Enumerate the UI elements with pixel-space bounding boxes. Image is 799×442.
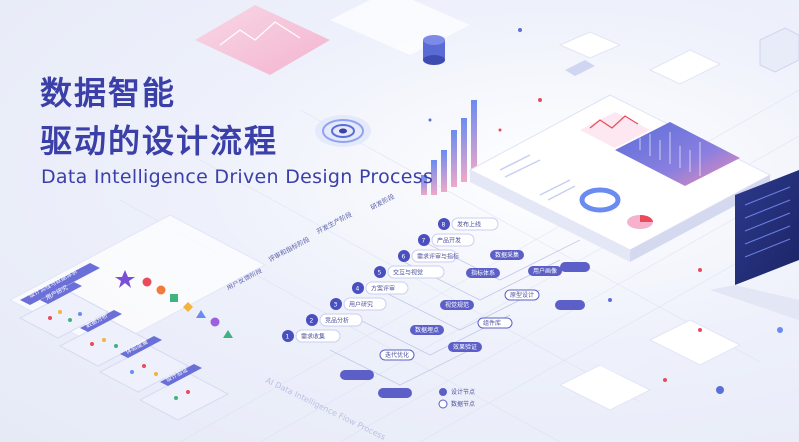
shape-icon-row bbox=[115, 270, 233, 338]
svg-text:效果验证: 效果验证 bbox=[453, 343, 477, 351]
legend-item: 数据节点 bbox=[451, 400, 475, 408]
circle-icon bbox=[156, 285, 166, 295]
legend-item: 设计节点 bbox=[451, 388, 475, 396]
star-icon bbox=[115, 270, 135, 288]
process-steps: 8 发布上线 7 产品开发 6 需求评审与指标 5 交互与视觉 bbox=[282, 217, 499, 343]
pink-chart-card bbox=[195, 5, 330, 75]
svg-text:视觉规范: 视觉规范 bbox=[445, 301, 469, 309]
svg-text:原型设计: 原型设计 bbox=[510, 291, 534, 299]
triangle-icon bbox=[196, 310, 206, 318]
circle-icon bbox=[142, 277, 152, 287]
target-icon bbox=[315, 115, 371, 147]
svg-text:交互与视觉: 交互与视觉 bbox=[393, 269, 423, 277]
step-node: 2 竞品分析 bbox=[306, 313, 363, 327]
svg-text:3: 3 bbox=[334, 302, 338, 309]
svg-text:需求评审与指标: 需求评审与指标 bbox=[417, 253, 459, 261]
step-node: 6 需求评审与指标 bbox=[398, 249, 459, 263]
svg-text:数据埋点: 数据埋点 bbox=[415, 326, 439, 334]
svg-text:4: 4 bbox=[356, 286, 360, 293]
tag-pill: 指标体系 bbox=[466, 268, 500, 278]
step-node: 1 需求收集 bbox=[282, 329, 341, 343]
svg-text:发布上线: 发布上线 bbox=[457, 221, 481, 229]
step-node: 4 方案评审 bbox=[352, 281, 409, 295]
svg-text:需求收集: 需求收集 bbox=[301, 333, 325, 341]
tag-pill: 用户画像 bbox=[528, 266, 562, 276]
step-node: 5 交互与视觉 bbox=[374, 265, 445, 279]
svg-text:产品开发: 产品开发 bbox=[437, 237, 461, 245]
hero-title-line1: 数据智能 bbox=[40, 74, 177, 112]
svg-text:组件库: 组件库 bbox=[483, 319, 501, 327]
tag-pill: 效果验证 bbox=[448, 342, 482, 352]
node-cluster bbox=[48, 310, 190, 400]
stage-label: 研发阶段 bbox=[369, 191, 397, 211]
svg-text:用户画像: 用户画像 bbox=[533, 267, 557, 275]
svg-text:竞品分析: 竞品分析 bbox=[325, 317, 349, 325]
tag-pill: 迭代优化 bbox=[379, 349, 415, 361]
stage-label: 开发生产阶段 bbox=[315, 209, 354, 235]
tag-pill: 数据埋点 bbox=[410, 325, 444, 335]
left-workflow-panel: 设计流程与数据体系 用户研究 数据分析 体验度量 设计验证 bbox=[8, 214, 267, 421]
tag-pill: 视觉规范 bbox=[440, 300, 474, 310]
stacked-boxes bbox=[558, 27, 799, 85]
svg-text:方案评审: 方案评审 bbox=[371, 285, 395, 293]
top-card bbox=[330, 0, 470, 55]
svg-text:用户研究: 用户研究 bbox=[349, 301, 373, 309]
dashboard-panel bbox=[468, 94, 772, 262]
hero-title-line2: 驱动的设计流程 bbox=[40, 122, 279, 160]
hero-subtitle: Data Intelligence Driven Design Process bbox=[41, 166, 434, 188]
laptop-illustration bbox=[710, 170, 799, 320]
step-node: 8 发布上线 bbox=[438, 217, 499, 231]
stage-label: 评审和指标阶段 bbox=[267, 234, 312, 264]
svg-text:6: 6 bbox=[402, 254, 406, 261]
legend: 设计节点 数据节点 bbox=[438, 388, 475, 409]
svg-text:7: 7 bbox=[422, 238, 426, 245]
svg-text:5: 5 bbox=[378, 270, 382, 277]
stage-labels: 研发阶段 开发生产阶段 评审和指标阶段 用户反馈阶段 bbox=[225, 191, 397, 291]
step-node: 7 产品开发 bbox=[418, 233, 475, 247]
tag-pill: 原型设计 bbox=[504, 289, 540, 301]
svg-text:数据采集: 数据采集 bbox=[495, 251, 519, 259]
bar-chart-illustration bbox=[421, 100, 477, 195]
footer-caption: AI Data Intelligence Flow Process bbox=[264, 376, 387, 442]
svg-text:指标体系: 指标体系 bbox=[471, 269, 495, 277]
step-node: 3 用户研究 bbox=[330, 297, 387, 311]
tag-pill: 数据采集 bbox=[490, 250, 524, 260]
svg-text:1: 1 bbox=[286, 334, 290, 341]
svg-text:8: 8 bbox=[442, 222, 446, 229]
circle-icon bbox=[210, 317, 220, 327]
bottom-right-panels bbox=[558, 319, 742, 411]
svg-text:2: 2 bbox=[310, 318, 314, 325]
tag-pill: 组件库 bbox=[477, 317, 513, 329]
decorative-dots bbox=[428, 28, 783, 333]
flow-connectors bbox=[329, 239, 581, 386]
triangle-icon bbox=[223, 330, 233, 338]
tag-pills: 数据采集 用户画像 指标体系 原型设计 视觉规范 组件库 数据埋点 效果验证 迭… bbox=[340, 250, 590, 398]
cylinder-icon bbox=[423, 35, 445, 65]
svg-text:迭代优化: 迭代优化 bbox=[385, 351, 409, 359]
square-icon bbox=[170, 294, 178, 302]
diamond-icon bbox=[183, 302, 193, 312]
